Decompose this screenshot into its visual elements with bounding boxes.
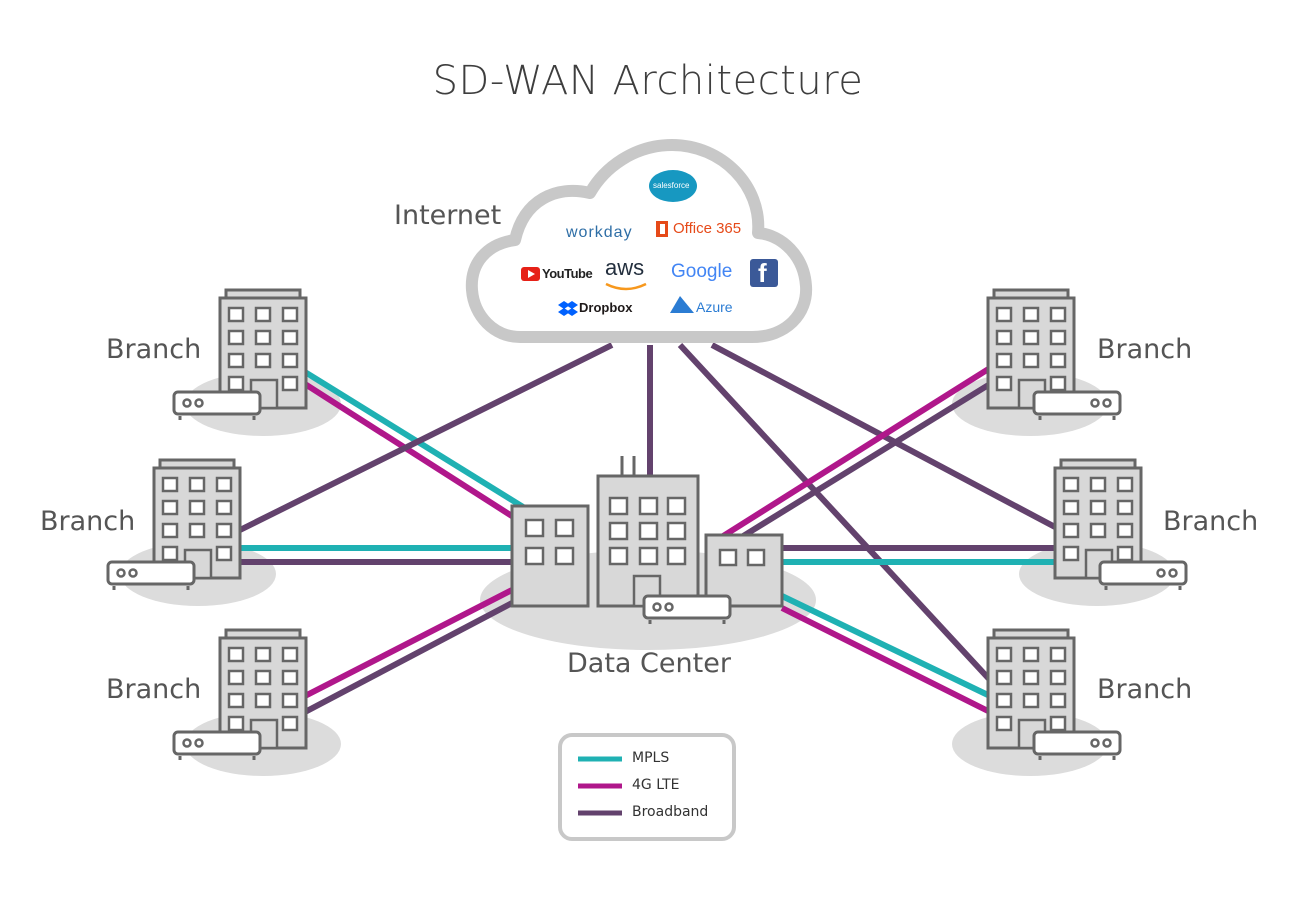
- diagram-title: SD-WAN Architecture: [432, 58, 864, 104]
- lte-link-right-bottom: [780, 605, 992, 715]
- internet-cloud: [465, 139, 813, 343]
- salesforce-logo: [649, 170, 697, 202]
- office365-label: Office 365: [673, 220, 742, 237]
- broadband-link-right-bottom-internet: [677, 342, 993, 683]
- legend-broadband-label: Broadband: [632, 804, 709, 820]
- legend-mpls-label: MPLS: [632, 750, 670, 766]
- internet-label: Internet: [394, 200, 502, 231]
- facebook-icon: [750, 259, 778, 287]
- dropbox-icon: [558, 301, 578, 316]
- workday-label: workday: [566, 224, 633, 241]
- lte-link-left-top: [303, 381, 517, 521]
- broadband-link-left-mid-internet: [238, 342, 614, 533]
- azure-icon: [670, 296, 694, 313]
- branch-left-top-label: Branch: [106, 334, 202, 365]
- facebook-label: f: [758, 258, 767, 288]
- branch-left-bottom-label: Branch: [106, 674, 202, 705]
- connections: [238, 342, 1057, 715]
- broadband-link-left-bottom: [303, 600, 514, 715]
- google-label: Google: [671, 261, 733, 282]
- legend-lte-label: 4G LTE: [632, 777, 680, 793]
- branch-left-mid-label: Branch: [40, 506, 136, 537]
- broadband-link-right-top: [738, 381, 992, 541]
- datacenter-label: Data Center: [567, 648, 731, 679]
- branch-right-mid-label: Branch: [1163, 506, 1259, 537]
- aws-smile: [605, 282, 647, 291]
- aws-label: aws: [605, 255, 645, 280]
- lte-link-left-bottom: [303, 587, 514, 699]
- lte-link-right-top: [718, 365, 992, 541]
- branch-right-top-label: Branch: [1097, 334, 1193, 365]
- youtube-label: YouTube: [542, 266, 593, 281]
- salesforce-label: salesforce: [653, 181, 690, 190]
- mpls-link-right-bottom: [780, 593, 992, 699]
- dropbox-label: Dropbox: [579, 300, 633, 315]
- branch-right-bottom-label: Branch: [1097, 674, 1193, 705]
- legend-box: [558, 733, 736, 841]
- azure-label: Azure: [696, 299, 733, 315]
- datacenter-buildings: [510, 456, 784, 626]
